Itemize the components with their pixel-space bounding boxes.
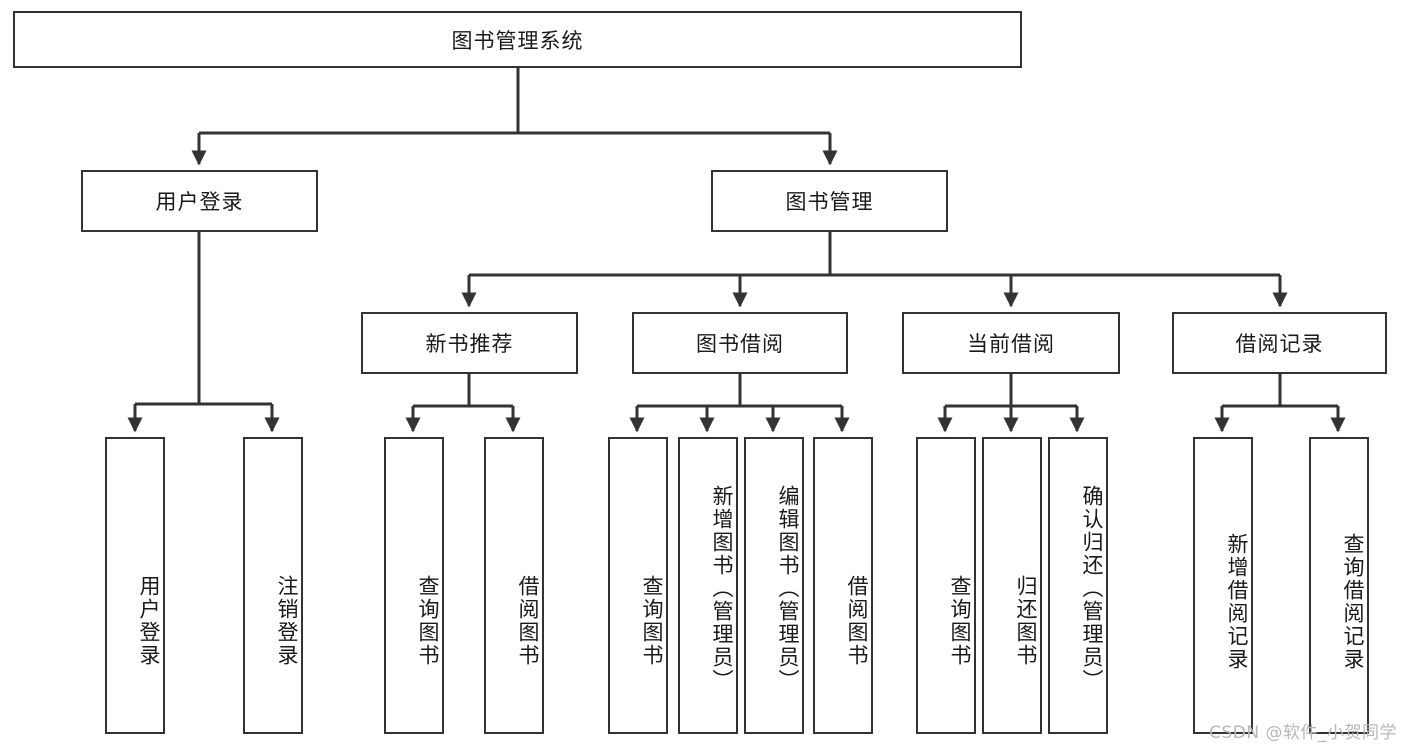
leaf-book-borrow-2-label: 新增图书（管理员） — [710, 485, 734, 692]
node-user-login[interactable]: 用户登录 — [81, 170, 318, 232]
leaf-book-borrow-2[interactable]: 新增图书（管理员） — [678, 437, 738, 734]
leaf-current-borrow-1[interactable]: 查询图书 — [916, 437, 976, 734]
leaf-book-borrow-4[interactable]: 借阅图书 — [813, 437, 873, 734]
leaf-user-login-1[interactable]: 用户登录 — [105, 437, 165, 734]
leaf-current-borrow-3[interactable]: 确认归还（管理员） — [1048, 437, 1108, 734]
leaf-user-login-2-label: 注销登录 — [275, 574, 299, 667]
leaf-new-book-2[interactable]: 借阅图书 — [484, 437, 544, 734]
leaf-new-book-1-label: 查询图书 — [416, 574, 440, 667]
node-book-borrow-label: 图书借阅 — [696, 332, 784, 356]
node-new-book-recommend-label: 新书推荐 — [425, 332, 514, 356]
node-root[interactable]: 图书管理系统 — [13, 11, 1022, 68]
leaf-current-borrow-2[interactable]: 归还图书 — [982, 437, 1042, 734]
leaf-book-borrow-1-label: 查询图书 — [640, 574, 664, 667]
leaf-borrow-record-1[interactable]: 新增借阅记录 — [1193, 437, 1253, 734]
node-current-borrow-label: 当前借阅 — [967, 332, 1055, 356]
leaf-current-borrow-2-label: 归还图书 — [1014, 574, 1038, 667]
leaf-book-borrow-4-label: 借阅图书 — [845, 574, 869, 667]
leaf-new-book-2-label: 借阅图书 — [516, 574, 540, 667]
node-book-management-label: 图书管理 — [785, 190, 874, 214]
leaf-borrow-record-1-label: 新增借阅记录 — [1225, 532, 1249, 671]
leaf-new-book-1[interactable]: 查询图书 — [384, 437, 444, 734]
leaf-user-login-2[interactable]: 注销登录 — [243, 437, 303, 734]
node-book-borrow[interactable]: 图书借阅 — [632, 312, 848, 374]
leaf-current-borrow-3-label: 确认归还（管理员） — [1080, 485, 1104, 692]
node-current-borrow[interactable]: 当前借阅 — [902, 312, 1120, 374]
leaf-book-borrow-3[interactable]: 编辑图书（管理员） — [744, 437, 804, 734]
leaf-borrow-record-2[interactable]: 查询借阅记录 — [1309, 437, 1369, 734]
leaf-book-borrow-3-label: 编辑图书（管理员） — [776, 485, 800, 692]
node-borrow-record[interactable]: 借阅记录 — [1172, 312, 1387, 374]
leaf-book-borrow-1[interactable]: 查询图书 — [608, 437, 668, 734]
leaf-borrow-record-2-label: 查询借阅记录 — [1341, 532, 1365, 671]
leaf-user-login-1-label: 用户登录 — [137, 574, 161, 667]
node-user-login-label: 用户登录 — [155, 190, 244, 214]
node-borrow-record-label: 借阅记录 — [1235, 332, 1324, 356]
node-root-label: 图书管理系统 — [451, 28, 584, 53]
watermark-text: CSDN @软件_小贺同学 — [1209, 723, 1397, 743]
node-new-book-recommend[interactable]: 新书推荐 — [361, 312, 578, 374]
leaf-current-borrow-1-label: 查询图书 — [948, 574, 972, 667]
node-book-management[interactable]: 图书管理 — [711, 170, 948, 232]
